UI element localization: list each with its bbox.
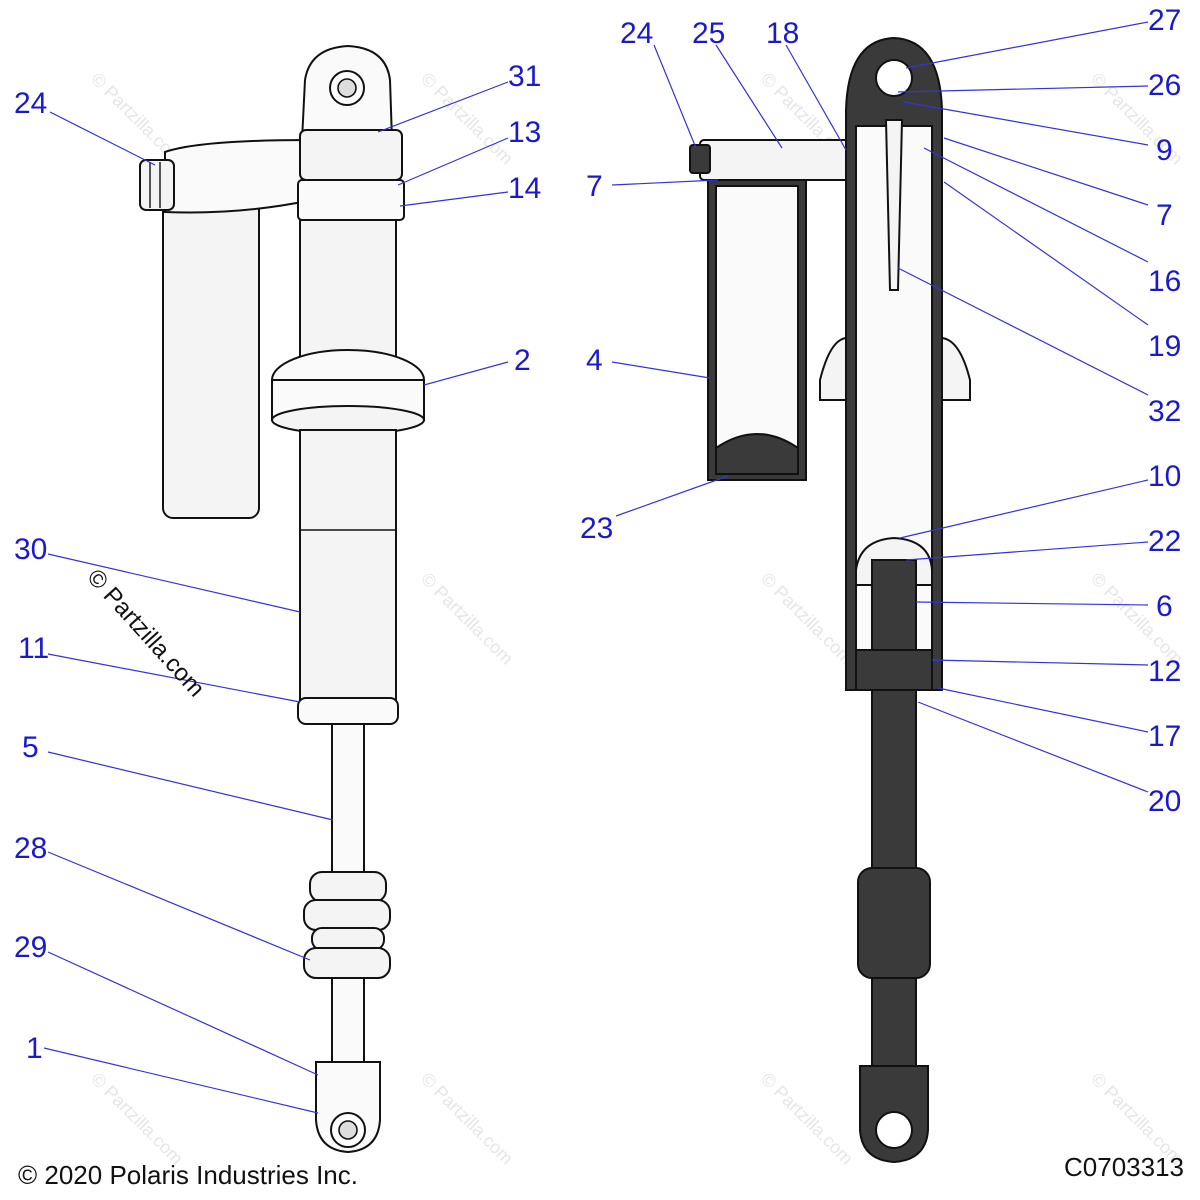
callout-label: 22 <box>1148 525 1181 558</box>
watermark: © Partzilla.com <box>757 569 857 669</box>
callout-label: 6 <box>1156 590 1173 623</box>
callout-label: 7 <box>1156 199 1173 232</box>
callout-label: 24 <box>620 17 653 50</box>
bump-stop-ring <box>311 927 385 951</box>
callout-label: 9 <box>1156 134 1173 167</box>
left-callouts: 24 31 13 14 2 30 11 5 28 29 1 <box>14 60 541 1114</box>
body-cap <box>299 129 403 181</box>
callout-label: 5 <box>22 731 39 764</box>
reservoir-bridge <box>164 138 314 214</box>
cutaway-collar-left <box>819 336 847 401</box>
bump-stop-lower <box>303 947 391 979</box>
cutaway-collar-right <box>941 336 971 401</box>
callout-label: 32 <box>1148 395 1181 428</box>
cutaway-lower-shaft <box>871 977 917 1069</box>
callout-label: 1 <box>26 1032 43 1065</box>
right-callouts: 24 25 18 27 26 9 7 7 16 19 4 32 23 10 22… <box>580 4 1181 818</box>
upper-body <box>299 219 397 371</box>
cutaway-adjuster <box>689 144 711 174</box>
reservoir-canister <box>162 189 260 519</box>
shaft <box>331 723 365 875</box>
partzilla-watermark: © Partzilla.com <box>82 564 210 702</box>
cutaway-shaft <box>871 559 917 871</box>
watermark: © Partzilla.com <box>87 1069 187 1169</box>
callout-label: 19 <box>1148 330 1181 363</box>
callout-label: 17 <box>1148 720 1181 753</box>
callout-label: 25 <box>692 17 725 50</box>
cap-ring <box>297 179 405 221</box>
callout-label: 24 <box>14 87 47 120</box>
copyright-text: © 2020 Polaris Industries Inc. <box>18 1160 358 1190</box>
watermark: © Partzilla.com <box>417 1069 517 1169</box>
bump-stop-mid <box>303 899 391 931</box>
watermark: © Partzilla.com <box>757 1069 857 1169</box>
callout-label: 26 <box>1148 69 1181 102</box>
cutaway-bump-stop <box>857 867 931 979</box>
callout-label: 2 <box>514 344 531 377</box>
body-end-cap <box>297 697 399 725</box>
callout-label: 7 <box>586 170 603 203</box>
callout-label: 29 <box>14 931 47 964</box>
callout-label: 27 <box>1148 4 1181 37</box>
adjuster-knob <box>139 159 175 211</box>
watermark: © Partzilla.com <box>417 569 517 669</box>
reservoir-piston <box>715 433 799 475</box>
callout-label: 31 <box>508 60 541 93</box>
callout-label: 11 <box>18 632 49 665</box>
callout-label: 18 <box>766 17 799 50</box>
seal-head <box>855 649 933 691</box>
callout-label: 4 <box>586 344 603 377</box>
shock-body <box>299 429 397 701</box>
callout-label: 28 <box>14 832 47 865</box>
needle <box>884 119 904 291</box>
cutaway-shock <box>689 36 971 1164</box>
callout-label: 20 <box>1148 785 1181 818</box>
cutaway-bridge <box>699 139 851 181</box>
callout-label: 16 <box>1148 265 1181 298</box>
callout-label: 23 <box>580 512 613 545</box>
lower-shaft <box>331 977 365 1064</box>
callout-label: 12 <box>1148 655 1181 688</box>
bump-stop-upper <box>309 871 387 903</box>
callout-label: 10 <box>1148 460 1181 493</box>
assembled-shock <box>139 44 425 1154</box>
callout-label: 30 <box>14 533 47 566</box>
callout-label: 14 <box>508 172 541 205</box>
callout-label: 13 <box>508 116 541 149</box>
cutaway-reservoir-inner <box>715 185 799 475</box>
diagram-code: C0703313 <box>1064 1152 1184 1182</box>
